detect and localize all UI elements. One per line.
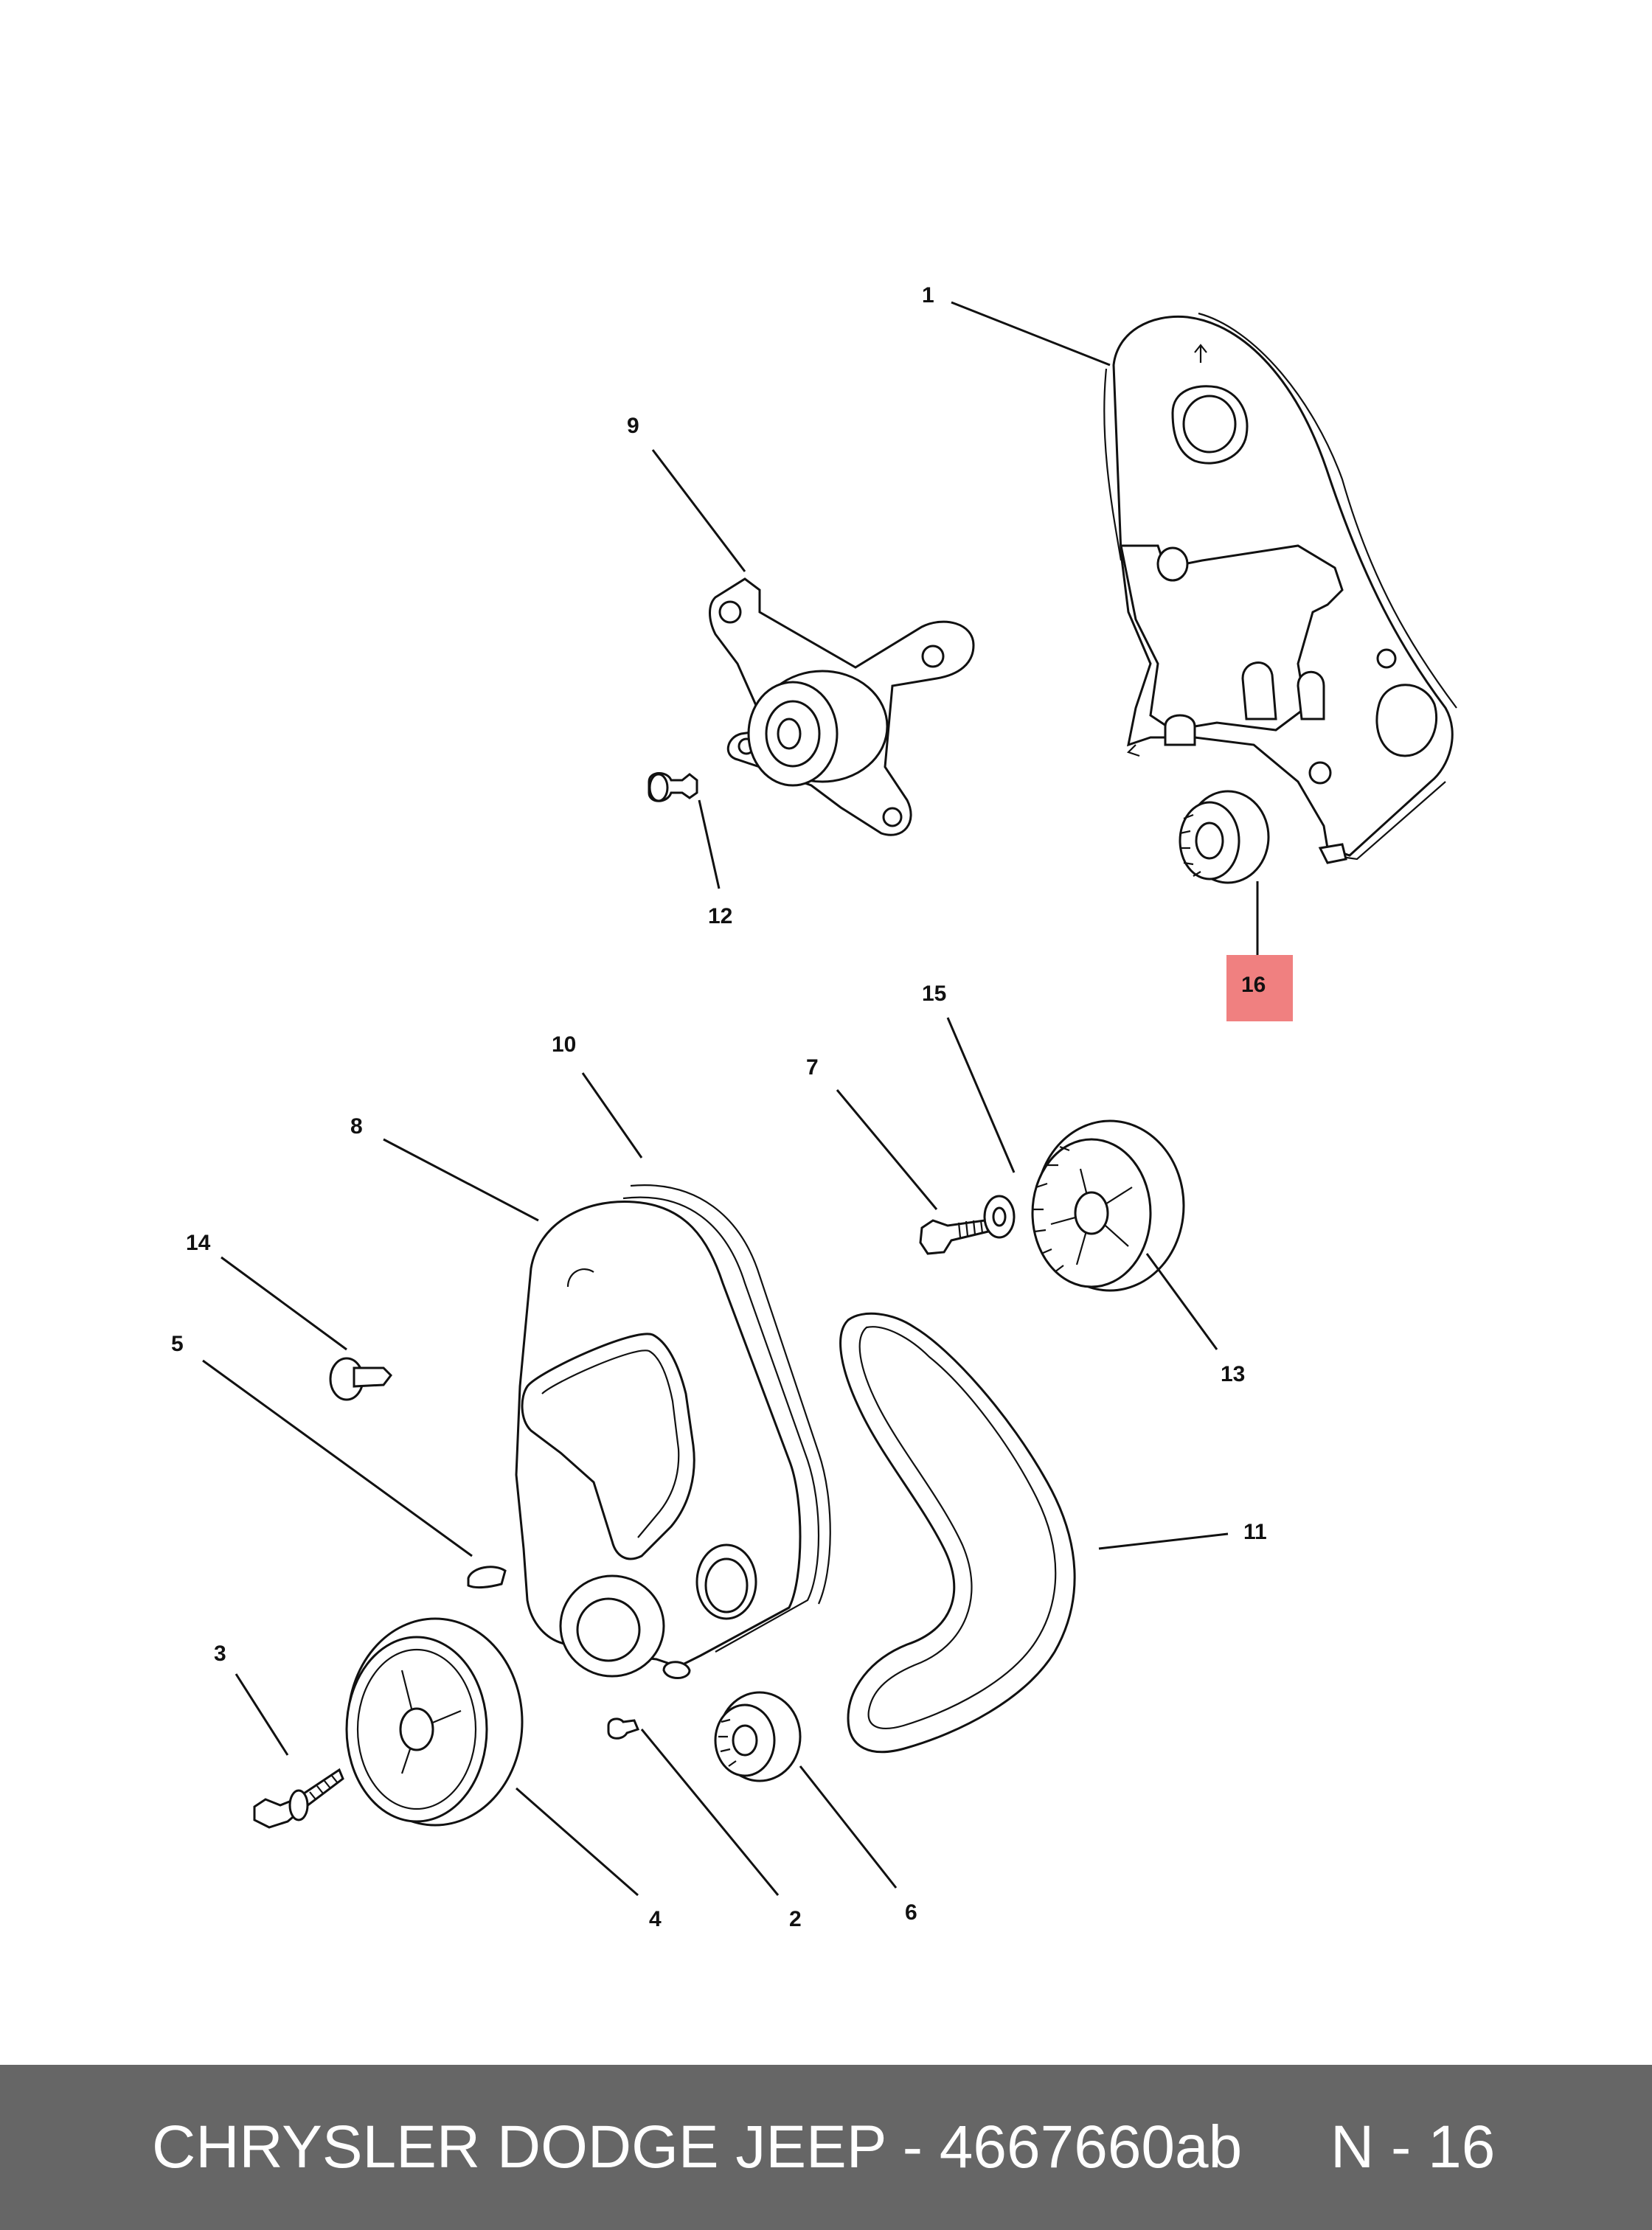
leader-lines [202, 301, 1259, 1897]
callout-labels: 1 9 12 16 15 10 7 8 14 5 13 11 3 4 2 6 [171, 283, 1267, 1931]
parts-diagram: 1 9 12 16 15 10 7 8 14 5 13 11 3 4 2 6 [171, 283, 1457, 1931]
callout-15: 15 [922, 982, 946, 1006]
callout-2: 2 [789, 1907, 802, 1931]
part-6-crank-sprocket [714, 1691, 802, 1782]
callout-6: 6 [905, 1900, 917, 1925]
callout-1: 1 [922, 283, 934, 308]
callout-10: 10 [552, 1032, 576, 1057]
callout-11: 11 [1243, 1520, 1267, 1544]
part-11-timing-belt [839, 1312, 1076, 1754]
callout-8: 8 [350, 1114, 363, 1139]
callout-16: 16 [1241, 973, 1266, 997]
part-8-10-front-cover [515, 1184, 831, 1679]
callout-13: 13 [1221, 1362, 1245, 1386]
callout-14: 14 [186, 1231, 211, 1255]
footer-ref: N - 16 [1330, 2113, 1496, 2181]
part-14-plug [329, 1357, 392, 1401]
callout-4: 4 [649, 1907, 662, 1931]
footer-bar: CHRYSLER DODGE JEEP - 4667660ab N - 16 [0, 2065, 1652, 2230]
callout-12: 12 [708, 904, 732, 928]
part-3-bolt [253, 1768, 344, 1829]
callout-3: 3 [214, 1642, 226, 1666]
highlight-box-16 [1226, 955, 1293, 1021]
part-9-tensioner [709, 577, 975, 836]
callout-5: 5 [171, 1332, 184, 1356]
callout-7: 7 [806, 1055, 819, 1080]
part-16-sprocket [1179, 790, 1270, 884]
part-2-small-bolt [607, 1717, 640, 1740]
part-12-bolt [648, 772, 698, 802]
part-1-rear-timing-cover [1103, 312, 1457, 864]
part-4-damper-pulley [345, 1617, 524, 1827]
callout-9: 9 [627, 414, 639, 438]
part-5-key [467, 1566, 507, 1589]
footer-title: CHRYSLER DODGE JEEP - 4667660ab [152, 2113, 1243, 2181]
part-15-cam-sprocket [1031, 1119, 1185, 1292]
part-7-bolt-washer [919, 1195, 1016, 1255]
